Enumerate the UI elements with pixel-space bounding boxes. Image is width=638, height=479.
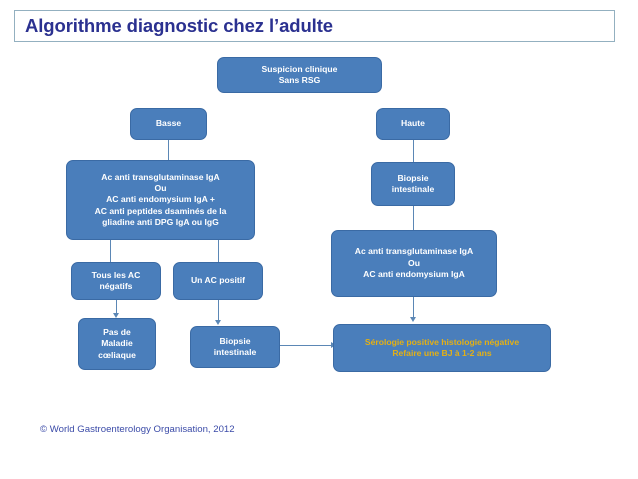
node-pas-de-maladie-coeliaque[interactable]: Pas de Maladie cœliaque: [78, 318, 156, 370]
node-haute[interactable]: Haute: [376, 108, 450, 140]
connector-tous-ac-to-pas-de-maladie: [116, 300, 117, 314]
node-serologie-basse[interactable]: Ac anti transglutaminase IgA Ou AC anti …: [66, 160, 255, 240]
copyright-footer: © World Gastroenterology Organisation, 2…: [40, 424, 235, 435]
node-biopsie-intestinale-haute[interactable]: Biopsie intestinale: [371, 162, 455, 206]
node-tous-les-ac-negatifs[interactable]: Tous les AC négatifs: [71, 262, 161, 300]
connector-un-ac-to-biopsie-basse: [218, 300, 219, 321]
node-basse[interactable]: Basse: [130, 108, 207, 140]
connector-haute-to-biopsie: [413, 140, 414, 162]
connector-serologie-to-tous-ac: [110, 240, 111, 262]
node-suspicion-clinique[interactable]: Suspicion clinique Sans RSG: [217, 57, 382, 93]
arrowhead-resultat: [410, 317, 416, 322]
connector-serologie-to-un-ac: [218, 240, 219, 262]
node-un-ac-positif[interactable]: Un AC positif: [173, 262, 263, 300]
arrowhead-pas-de-maladie: [113, 313, 119, 318]
page-title-bar: Algorithme diagnostic chez l’adulte: [14, 10, 615, 42]
connector-serologie-haute-to-resultat: [413, 297, 414, 318]
connector-biopsie-to-serologie-haute: [413, 206, 414, 230]
node-serologie-haute[interactable]: Ac anti transglutaminase IgA Ou AC anti …: [331, 230, 497, 297]
node-biopsie-intestinale-basse[interactable]: Biopsie intestinale: [190, 326, 280, 368]
page-title: Algorithme diagnostic chez l’adulte: [25, 15, 333, 36]
node-serologie-positive-histologie-negative[interactable]: Sérologie positive histologie négative R…: [333, 324, 551, 372]
connector-biopsie-basse-to-resultat: [279, 345, 332, 346]
arrowhead-biopsie-basse: [215, 320, 221, 325]
connector-basse-to-serologie: [168, 140, 169, 160]
